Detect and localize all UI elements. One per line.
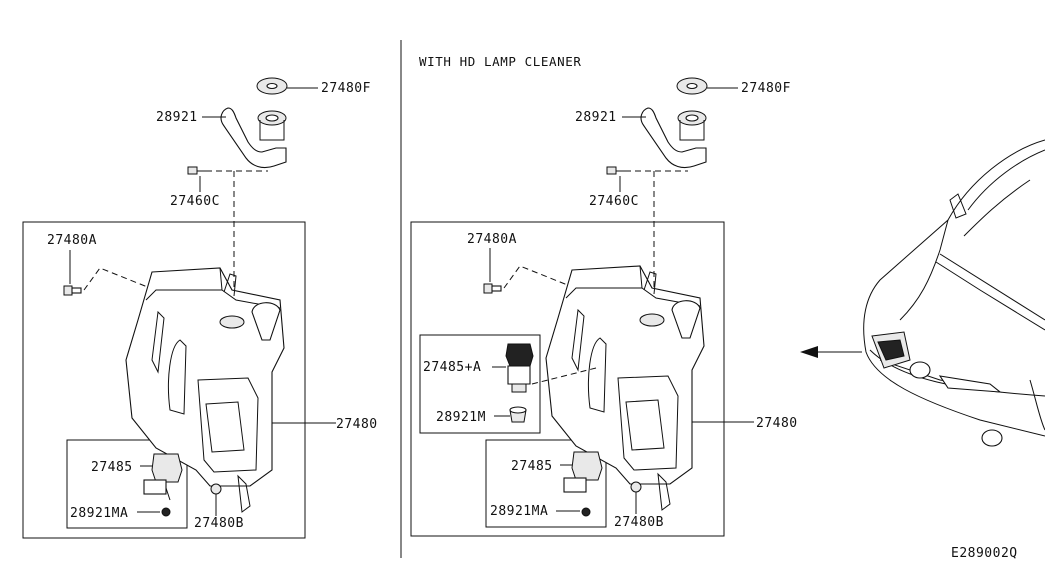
left-tank-box — [22, 221, 306, 539]
label-27480A-left: 27480A — [47, 233, 97, 248]
label-27485A-right: 27485+A — [423, 360, 481, 375]
grommet-part-right — [556, 507, 591, 517]
right-panel-header: WITH HD LAMP CLEANER — [419, 54, 582, 69]
grommet-part — [137, 507, 171, 517]
label-27480-left: 27480 — [336, 417, 378, 432]
right-pump-box — [485, 439, 607, 528]
right-tank-box — [410, 221, 725, 537]
label-27460C-left: 27460C — [170, 194, 220, 209]
label-27480-right: 27480 — [756, 416, 798, 431]
pump-part — [140, 453, 183, 501]
left-assembly: 27480F 28921 27460C 27480A 27480 27485 2… — [22, 77, 378, 539]
label-28921MA-right: 28921MA — [490, 504, 548, 519]
filler-tube-part-right — [622, 107, 707, 169]
label-28921-left: 28921 — [156, 110, 198, 125]
tank-body-right — [545, 265, 754, 511]
cap-part-right — [676, 77, 738, 95]
vehicle-locator-sketch — [800, 139, 1045, 447]
right-assembly: 27480F 28921 27460C 27480A 27480 27485+A… — [410, 77, 798, 537]
label-28921MA-left: 28921MA — [70, 506, 128, 521]
label-28921M-right: 28921M — [436, 410, 486, 425]
cap-part — [256, 77, 318, 95]
tank-body — [125, 267, 336, 513]
label-27460C-right: 27460C — [589, 194, 639, 209]
label-27480A-right: 27480A — [467, 232, 517, 247]
pump-part-right — [560, 451, 603, 493]
diagram-code: E289002Q — [951, 546, 1018, 561]
nut-part — [210, 483, 222, 516]
left-pump-box — [66, 439, 188, 529]
hd-pump-part — [492, 343, 597, 393]
label-27480F-left: 27480F — [321, 81, 371, 96]
label-27485-right: 27485 — [511, 459, 553, 474]
filler-tube-part — [202, 107, 287, 169]
right-hd-pump-box — [419, 334, 541, 434]
hd-grommet-part — [494, 406, 527, 423]
label-27485-left: 27485 — [91, 460, 133, 475]
label-27480B-left: 27480B — [194, 516, 244, 531]
label-28921-right: 28921 — [575, 110, 617, 125]
locator-arrow-head — [800, 346, 818, 358]
clip-part — [187, 166, 268, 318]
nut-part-right — [630, 481, 642, 514]
label-27480B-right: 27480B — [614, 515, 664, 530]
label-27480F-right: 27480F — [741, 81, 791, 96]
